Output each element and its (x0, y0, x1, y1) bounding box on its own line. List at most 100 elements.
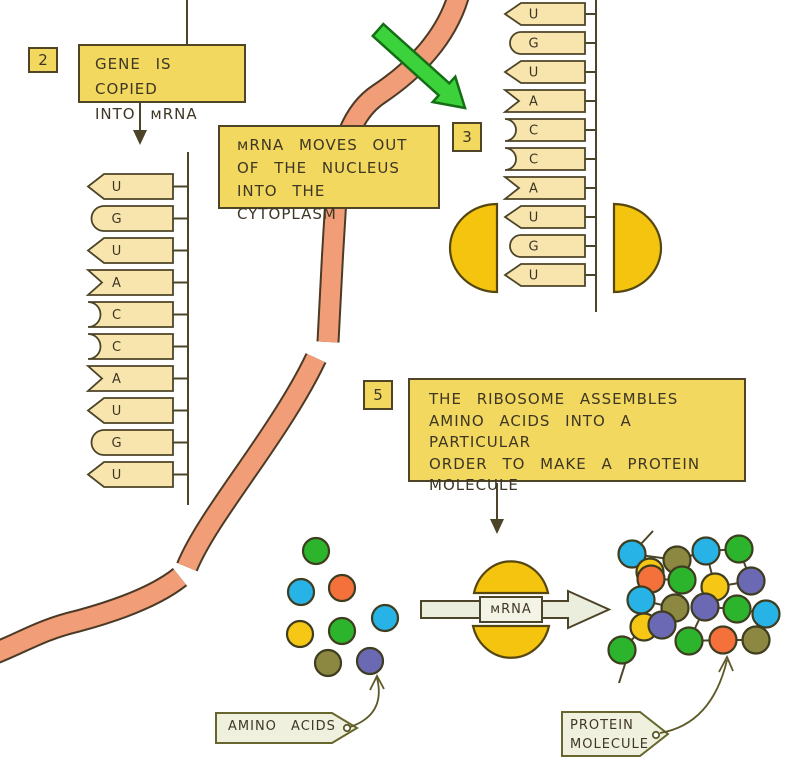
step-5-line: THE RIBOSOME ASSEMBLES (429, 390, 679, 408)
amino-acid-purple (355, 646, 385, 676)
protein-arrowhead-icon (718, 654, 734, 673)
nucleotide-letter: G (111, 212, 122, 227)
nucleotide-right-c: C (504, 147, 586, 171)
step-3-line: ᴍRNA MOVES OUT (237, 136, 408, 154)
step5-down-arrow (490, 483, 504, 534)
step-2-line: INTO ᴍRNA (95, 105, 198, 123)
nucleotide-right-a: A (502, 176, 586, 200)
nucleotide-shape (87, 301, 174, 328)
nucleotide-left-g: G (90, 205, 174, 232)
amino-acid-green (327, 616, 357, 646)
ribosome-right-half (612, 202, 663, 294)
nucleotide-right-a: A (502, 89, 586, 113)
nucleotide-letter: C (529, 124, 539, 139)
step-5-line: ORDER TO MAKE A PROTEIN (429, 454, 701, 473)
nucleotide-letter: G (111, 436, 122, 451)
protein-amino-acid-green (667, 565, 697, 595)
nucleotide-right-g: G (509, 31, 586, 55)
step2-down-arrow (133, 102, 147, 145)
nucleotide-letter: U (529, 269, 540, 284)
nucleotide-left-c: C (87, 301, 174, 328)
protein-amino-acid-green (674, 626, 704, 656)
nucleotide-letter: A (112, 276, 122, 291)
nucleotide-letter: G (528, 37, 539, 52)
protein-tag-line: MOLECULE (570, 737, 649, 752)
protein-tag-line: PROTEIN (570, 718, 634, 733)
nucleotide-shape (502, 176, 586, 200)
protein-amino-acid-purple (690, 592, 720, 622)
protein-tag-shape (561, 711, 670, 757)
step-5-box: THE RIBOSOME ASSEMBLES AMINO ACIDS INTO … (408, 378, 746, 494)
nucleotide-left-u: U (86, 397, 174, 424)
step-3-number: 3 (452, 122, 482, 152)
nucleotide-shape (86, 173, 174, 200)
protein-amino-acid-cyan (617, 539, 647, 569)
nucleotide-shape (509, 234, 586, 258)
tag-hole-icon (342, 723, 352, 733)
amino-acid-cyan (370, 603, 400, 633)
nucleotide-shape (503, 60, 586, 84)
nucleotide-right-c: C (504, 118, 586, 142)
nucleotide-left-c: C (87, 333, 174, 360)
nucleotide-shape (85, 365, 174, 392)
nucleotide-shape (86, 237, 174, 264)
nucleotide-right-g: G (509, 234, 586, 258)
amino-acid-green (301, 536, 331, 566)
nucleotide-letter: C (112, 308, 122, 323)
protein-amino-acid-green (607, 635, 637, 665)
amino-acid-cyan (286, 577, 316, 607)
nucleotide-left-u: U (86, 461, 174, 488)
amino-acids-tag (215, 674, 385, 744)
nucleotide-right-u: U (503, 60, 586, 84)
green-flow-arrow (370, 22, 467, 110)
nucleotide-shape (85, 269, 174, 296)
nucleotide-letter: A (112, 372, 122, 387)
nucleotide-letter: C (112, 340, 122, 355)
amino-tag-shape (215, 712, 359, 744)
step-3-line: INTO THE CYTOPLASM (237, 182, 337, 223)
amino-acids-tag-label: AMINO ACIDS (228, 719, 336, 734)
nucleotide-left-g: G (90, 429, 174, 456)
ribosome-top-half (472, 560, 550, 595)
nucleotide-letter: G (528, 240, 539, 255)
nucleotide-letter: U (529, 66, 540, 81)
step-3-line: OF THE NUCLEUS (237, 159, 400, 177)
nucleotide-shape (503, 263, 586, 287)
nucleotide-shape (509, 31, 586, 55)
nucleotide-shape (504, 147, 586, 171)
nucleotide-shape (504, 118, 586, 142)
step-5-line: MOLECULE (429, 476, 519, 494)
step5-arrowhead-icon (490, 519, 504, 534)
nucleotide-left-u: U (86, 237, 174, 264)
nucleotide-right-u: U (503, 2, 586, 26)
nucleotide-letter: C (529, 153, 539, 168)
mrna-arrow-label: ᴍRNA (479, 596, 543, 623)
protein-amino-acid-purple (647, 610, 677, 640)
step-2-line: GENE IS COPIED (95, 55, 172, 98)
step-5-line: AMINO ACIDS INTO A PARTICULAR (429, 411, 632, 452)
amino-acid-yellow (285, 619, 315, 649)
nucleotide-letter: U (112, 244, 123, 259)
protein-amino-acid-cyan (751, 599, 781, 629)
protein-amino-acid-purple (736, 566, 766, 596)
nucleotide-right-u: U (503, 263, 586, 287)
protein-amino-acid-cyan (691, 536, 721, 566)
tag-hole-icon (651, 730, 661, 740)
step2-arrowhead-icon (133, 130, 147, 145)
amino-tag-string (349, 677, 380, 728)
nucleotide-left-a: A (85, 365, 174, 392)
protein-molecule-tag-label: PROTEIN MOLECULE (570, 716, 649, 754)
nucleotide-letter: A (529, 95, 539, 110)
step-2-box: GENE IS COPIED INTO ᴍRNA (78, 44, 246, 123)
nucleotide-shape (503, 205, 586, 229)
protein-amino-acid-orange (708, 625, 738, 655)
nucleotide-shape (502, 89, 586, 113)
mrna-ribbon-segment-middle (178, 353, 325, 571)
nucleotide-letter: A (529, 182, 539, 197)
step-3-box: ᴍRNA MOVES OUT OF THE NUCLEUS INTO THE C… (218, 125, 440, 223)
nucleotide-shape (86, 397, 174, 424)
